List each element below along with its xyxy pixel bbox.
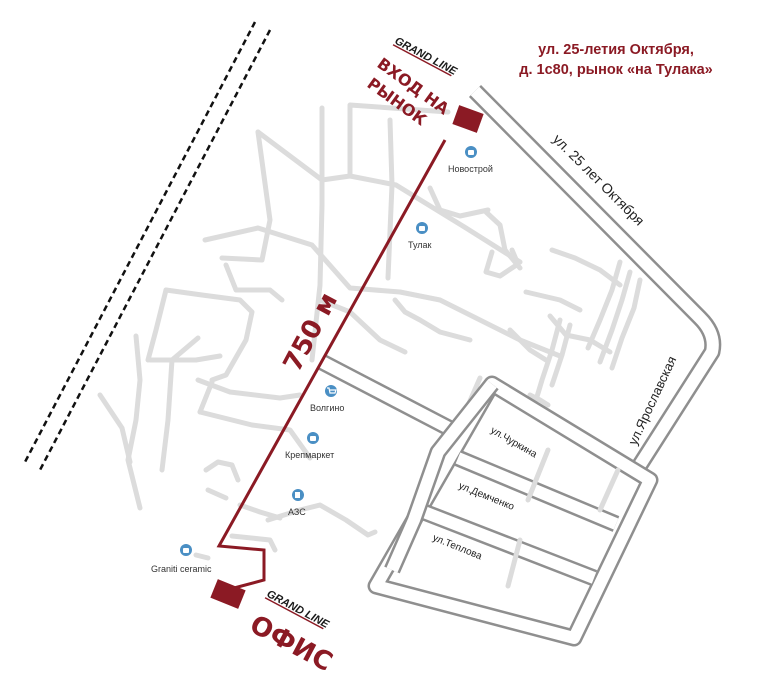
poi-azs[interactable]: АЗС xyxy=(288,489,306,517)
svg-text:Крепмаркет: Крепмаркет xyxy=(285,450,334,460)
svg-text:Тулак: Тулак xyxy=(408,240,432,250)
street-label-churkina: ул.Чуркина xyxy=(489,425,540,461)
poi-krepmarket[interactable]: Крепмаркет xyxy=(285,432,334,460)
address-line-1: ул. 25-летия Октября, xyxy=(538,42,694,58)
poi-tulak[interactable]: Тулак xyxy=(408,222,432,250)
svg-text:АЗС: АЗС xyxy=(288,507,306,517)
poi-volgino[interactable]: Волгино xyxy=(310,385,344,413)
address-block: ул. 25-летия Октября, д. 1с80, рынок «на… xyxy=(486,40,746,80)
svg-text:Новострой: Новострой xyxy=(448,164,493,174)
railway xyxy=(23,21,272,471)
poi-novostroy[interactable]: Новострой xyxy=(448,146,493,174)
major-roads xyxy=(318,85,722,647)
route-line xyxy=(216,139,447,590)
block-lanes xyxy=(505,447,621,589)
svg-text:Graniti ceramic: Graniti ceramic xyxy=(151,564,212,574)
minor-streets xyxy=(97,102,643,561)
poi-graniti-ceramic[interactable]: Graniti ceramic xyxy=(151,544,212,574)
market-entrance-marker[interactable] xyxy=(452,105,484,133)
office-marker[interactable] xyxy=(210,579,246,609)
svg-text:Волгино: Волгино xyxy=(310,403,344,413)
address-line-2: д. 1с80, рынок «на Тулака» xyxy=(519,62,713,78)
